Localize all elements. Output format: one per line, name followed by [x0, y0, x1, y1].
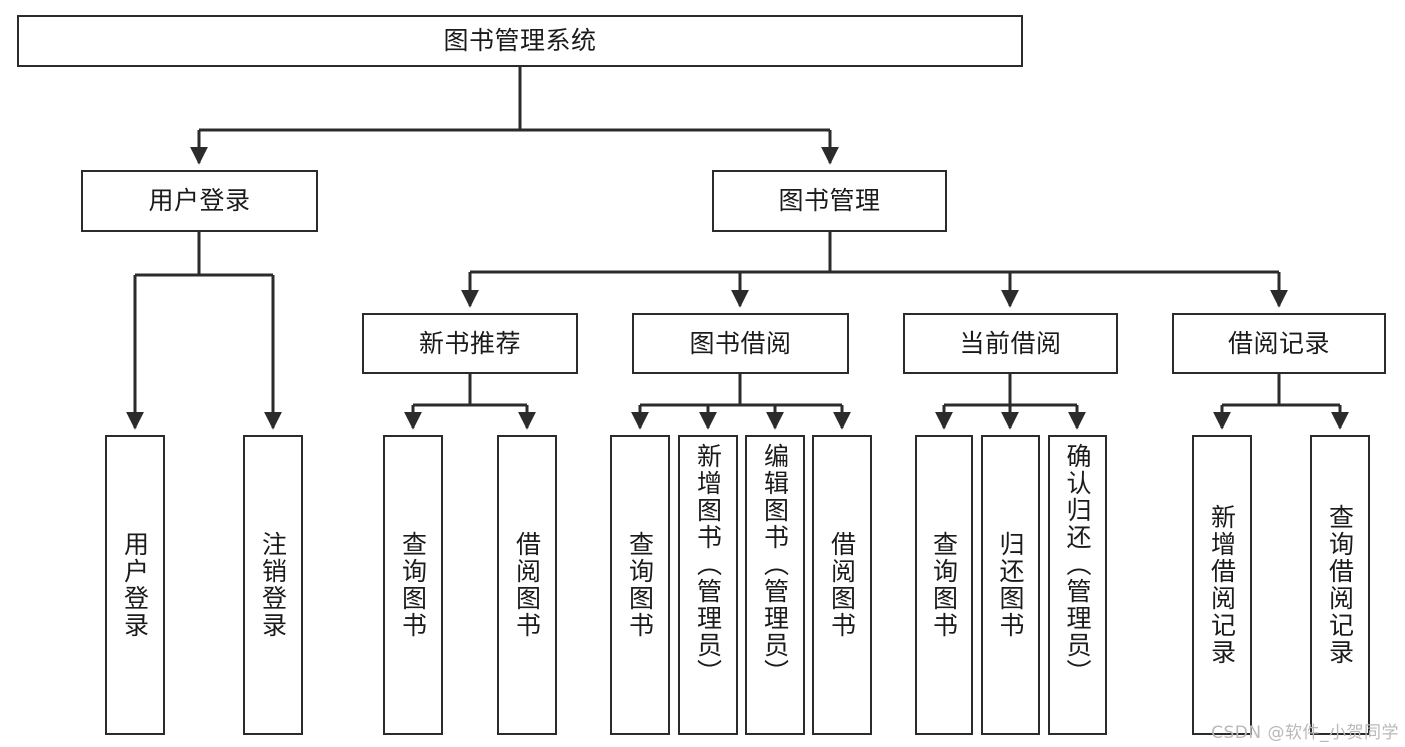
- node-leaf-borrow-book[interactable]: 借阅图书: [812, 435, 872, 735]
- node-leaf-query-book-borrow[interactable]: 查询图书: [610, 435, 670, 735]
- node-leaf-confirm-return-admin[interactable]: 确认归还（管理员）: [1048, 435, 1107, 735]
- node-leaf-query-book-recommend[interactable]: 查询图书: [383, 435, 443, 735]
- node-label: 用户登录: [148, 186, 251, 216]
- node-label: 查询借阅记录: [1325, 504, 1355, 666]
- node-borrow-record[interactable]: 借阅记录: [1172, 313, 1386, 374]
- node-label: 注销登录: [258, 531, 288, 639]
- node-label: 用户登录: [120, 531, 150, 639]
- node-leaf-add-borrow-record[interactable]: 新增借阅记录: [1192, 435, 1252, 735]
- node-leaf-query-borrow-record[interactable]: 查询借阅记录: [1310, 435, 1370, 735]
- node-book-borrow[interactable]: 图书借阅: [632, 313, 849, 374]
- node-label: 新增借阅记录: [1207, 504, 1237, 666]
- node-leaf-edit-book-admin[interactable]: 编辑图书（管理员）: [745, 435, 805, 735]
- node-label: 图书借阅: [689, 328, 792, 358]
- node-label: 借阅记录: [1227, 328, 1330, 358]
- node-label: 查询图书: [398, 531, 428, 639]
- node-label: 查询图书: [929, 531, 959, 639]
- node-label: 确认归还（管理员）: [1063, 443, 1092, 686]
- node-book-management[interactable]: 图书管理: [712, 170, 947, 232]
- node-label: 新书推荐: [418, 328, 521, 358]
- node-new-book-recommend[interactable]: 新书推荐: [362, 313, 578, 374]
- node-leaf-return-book[interactable]: 归还图书: [981, 435, 1040, 735]
- node-label: 新增图书（管理员）: [693, 443, 723, 686]
- node-leaf-logout[interactable]: 注销登录: [243, 435, 303, 735]
- node-user-login[interactable]: 用户登录: [81, 170, 318, 232]
- node-leaf-query-book-current[interactable]: 查询图书: [915, 435, 973, 735]
- node-label: 归还图书: [996, 531, 1025, 639]
- node-leaf-user-login[interactable]: 用户登录: [105, 435, 165, 735]
- node-leaf-add-book-admin[interactable]: 新增图书（管理员）: [678, 435, 738, 735]
- node-current-borrow[interactable]: 当前借阅: [903, 313, 1118, 374]
- node-label: 图书管理: [778, 186, 881, 216]
- node-root-system[interactable]: 图书管理系统: [17, 15, 1023, 67]
- node-label: 图书管理系统: [443, 26, 597, 56]
- node-label: 借阅图书: [827, 531, 857, 639]
- watermark-text: CSDN @软件_小贺同学: [1211, 723, 1399, 743]
- node-label: 查询图书: [625, 531, 655, 639]
- node-leaf-borrow-book-recommend[interactable]: 借阅图书: [497, 435, 557, 735]
- node-label: 编辑图书（管理员）: [760, 443, 790, 686]
- node-label: 当前借阅: [959, 328, 1062, 358]
- node-label: 借阅图书: [512, 531, 542, 639]
